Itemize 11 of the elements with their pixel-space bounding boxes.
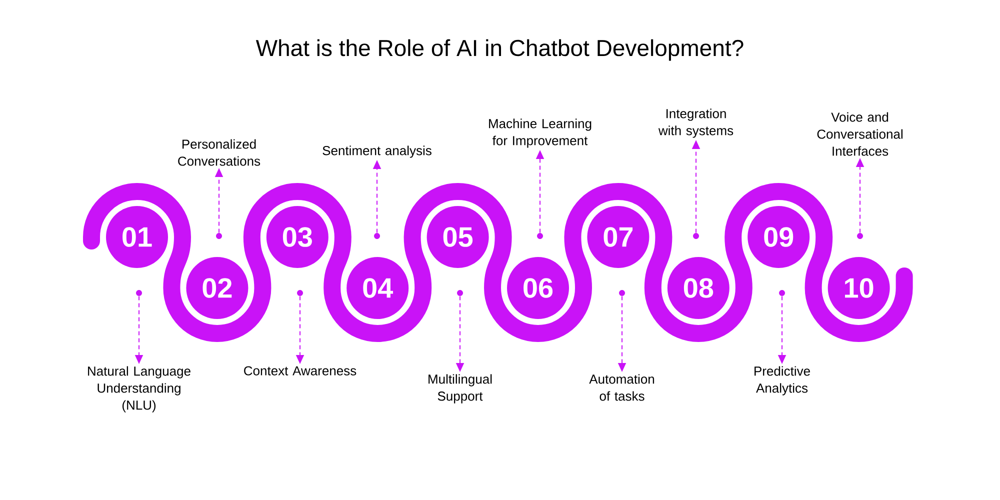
item-label: Machine Learning for Improvement <box>489 118 592 148</box>
item-label: Predictive Analytics <box>754 366 810 396</box>
item-label: Integration with systems <box>658 108 734 138</box>
item-label: Natural Language Understanding (NLU) <box>88 366 190 412</box>
item-label: Sentiment analysis <box>322 146 432 158</box>
item-label: Multilingual Support <box>428 374 492 404</box>
item-label: Automation of tasks <box>589 374 654 401</box>
item-label: Context Awareness <box>244 366 356 376</box>
title: What is the Role of AI in Chatbot Development? <box>256 39 744 61</box>
item-label: Voice and Conversational Interfaces <box>817 112 902 156</box>
item-label: Personalized Conversations <box>178 139 260 166</box>
